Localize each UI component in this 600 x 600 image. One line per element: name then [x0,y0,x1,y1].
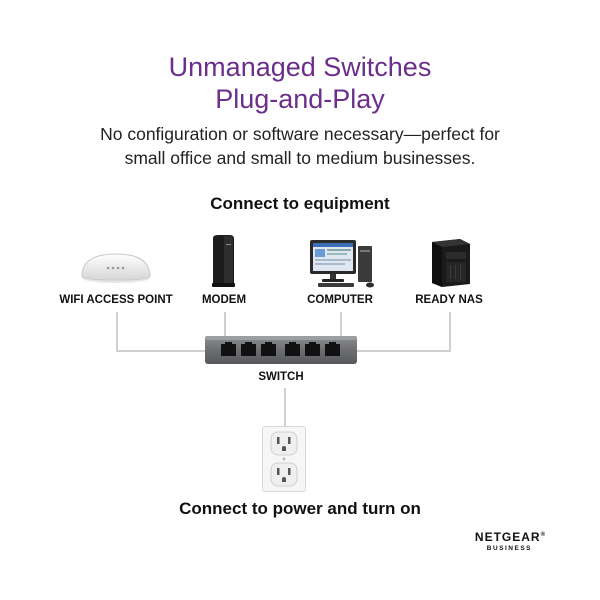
connect-equipment-heading: Connect to equipment [210,194,390,213]
line-nas-h [357,350,451,352]
line-modem [224,312,226,340]
brand-name: NETGEAR [474,530,541,544]
line-power [284,388,286,426]
subtitle-line2: small office and small to medium busines… [124,148,476,168]
line-nas [449,312,451,352]
page-title-line2: Plug-and-Play [215,84,385,114]
line-computer [340,312,342,340]
wifi-access-point-icon [78,248,154,289]
netgear-logo: NETGEAR® BUSINESS [446,529,546,553]
connect-power-heading: Connect to power and turn on [179,499,421,518]
brand-tagline: BUSINESS [486,545,532,552]
switch-label: SWITCH [258,371,304,383]
device-label-modem: MODEM [201,294,247,306]
line-wifi [116,312,118,352]
network-switch-icon [205,334,357,371]
device-label-computer: COMPUTER [307,294,373,306]
page-title: Unmanaged Switches [168,52,432,82]
computer-icon [306,238,380,293]
nas-icon [426,238,472,293]
device-label-nas: READY NAS [415,294,483,306]
line-wifi-h [116,350,208,352]
power-outlet-icon [262,426,306,497]
brand-registered: ® [540,532,546,538]
device-label-wifi: WIFI ACCESS POINT [59,294,173,306]
subtitle-line1: No configuration or software necessary—p… [100,124,500,144]
modem-icon [210,234,236,293]
